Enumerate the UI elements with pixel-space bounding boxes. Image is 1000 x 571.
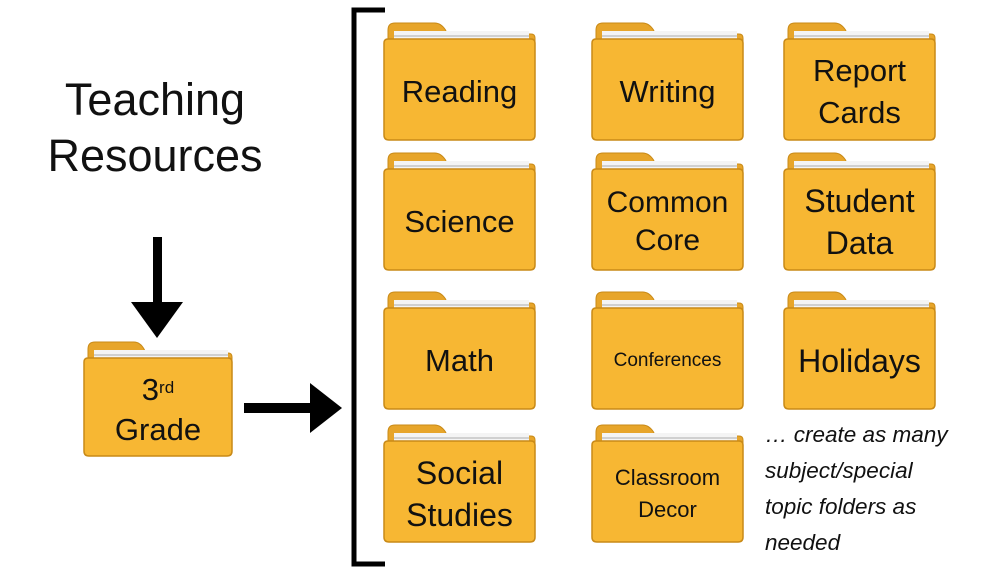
title-line-2: Resources: [47, 130, 263, 181]
folder-label-line: Reading: [401, 73, 518, 109]
note-line: … create as many: [765, 422, 948, 447]
folder-shape: [591, 22, 744, 141]
folder-shape: [383, 424, 536, 543]
grade-ordinal-suffix: rd: [159, 377, 175, 397]
note-line: topic folders as: [765, 494, 917, 519]
folder-label-line: Social: [415, 454, 504, 491]
diagram-title: Teaching Resources: [20, 72, 290, 184]
folder-shape: [383, 152, 536, 271]
note-line: subject/special: [765, 458, 913, 483]
folder-icon[interactable]: Reading: [382, 16, 537, 141]
folder-shape: [591, 424, 744, 543]
grade-folder-icon[interactable]: 3rd Grade: [82, 335, 234, 458]
down-arrow-icon: [131, 237, 183, 338]
folder-label-line: Student: [804, 182, 915, 219]
grouping-bracket: [351, 7, 385, 567]
grade-ordinal: 3: [141, 371, 160, 407]
folder-label: Science: [382, 172, 537, 271]
folder-shape: [383, 22, 536, 141]
folder-label-line: Classroom: [614, 464, 721, 490]
folder-label: Writing: [590, 42, 745, 141]
folder-label: Holidays: [782, 311, 937, 410]
folder-icon[interactable]: Writing: [590, 16, 745, 141]
folder-label-line: Writing: [619, 73, 716, 109]
folder-label-line: Cards: [818, 94, 901, 130]
folder-shape: [783, 291, 936, 410]
folder-label-line: Data: [825, 224, 894, 261]
folder-label-line: Math: [425, 342, 494, 378]
folder-icon[interactable]: Conferences: [590, 285, 745, 410]
folder-label-line: Holidays: [798, 342, 921, 379]
folder-shape: [591, 291, 744, 410]
grade-word: Grade: [114, 411, 202, 447]
folder-note: … create as many subject/special topic f…: [765, 417, 1000, 561]
folder-label-line: Studies: [406, 496, 513, 533]
folder-icon[interactable]: Math: [382, 285, 537, 410]
folder-label: Reading: [382, 42, 537, 141]
folder-label-line: Science: [404, 203, 515, 239]
folder-shape: [383, 291, 536, 410]
folder-shape: [783, 22, 936, 141]
folder-shape: [783, 152, 936, 271]
folder-label-line: Report: [812, 52, 907, 88]
grade-folder-label: 3rd Grade: [82, 361, 234, 458]
folder-label-line: Common: [606, 185, 729, 219]
folder-label-line: Conferences: [613, 349, 722, 371]
folder-label-line: Decor: [638, 496, 697, 522]
folder-label: Math: [382, 311, 537, 410]
folder-shape: [591, 152, 744, 271]
folder-icon[interactable]: Holidays: [782, 285, 937, 410]
folder-icon[interactable]: Science: [382, 146, 537, 271]
title-line-1: Teaching: [64, 74, 246, 125]
folder-label: Conferences: [590, 311, 745, 410]
folder-shape: [83, 341, 233, 457]
right-arrow-icon: [244, 383, 342, 433]
note-line: needed: [765, 530, 841, 555]
folder-label-line: Core: [634, 223, 701, 257]
